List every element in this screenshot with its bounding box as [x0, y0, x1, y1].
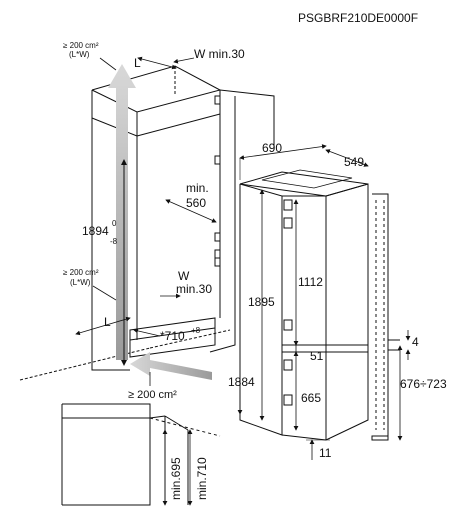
min-710-label: min.710: [195, 457, 209, 500]
niche-depth-label: *710: [160, 329, 185, 343]
vent-top-area: ≥ 200 cm²: [63, 41, 99, 50]
side-4-label: 4: [412, 335, 419, 349]
W-top-label: W min.30: [194, 47, 245, 61]
door-range-label: 676÷723: [400, 377, 447, 391]
L-bottom-label: L: [104, 315, 111, 329]
vent-bottom-label: ≥ 200 cm²: [128, 389, 177, 401]
bottom-11-label: 11: [319, 446, 332, 460]
appliance-depth-dimension: [325, 149, 369, 167]
lower-height-label: 665: [301, 391, 321, 405]
vent-mid-formula: (L*W): [70, 278, 91, 287]
door-profile: [371, 193, 400, 441]
cabinet-niche: [19, 65, 275, 381]
airflow-up-arrow: [108, 64, 136, 360]
appliance-width-dimension: [239, 144, 327, 160]
W-mid-min-label: min.30: [176, 282, 212, 296]
L-bottom-dimension: [75, 316, 131, 336]
W-mid-label: W: [178, 269, 190, 283]
appliance-depth-label: 549: [344, 155, 364, 169]
vent-mid-area: ≥ 200 cm²: [63, 268, 99, 277]
niche-depth-dimension: [133, 328, 161, 337]
W-top-dimension: [173, 57, 195, 64]
model-code: PSGBRF210DE0000F: [298, 11, 418, 25]
min-560-dimension: [165, 199, 217, 223]
L-top-dimension: [137, 56, 177, 70]
niche-tol-plus: 0: [112, 219, 117, 228]
gap-51-label: 51: [310, 349, 324, 363]
niche-depth-tol: +8: [191, 326, 201, 335]
upper-height-label: 1112: [298, 275, 323, 289]
min-560-label-b: 560: [186, 196, 206, 210]
airflow-in-arrow: [130, 352, 212, 380]
vent-top-leader: [99, 57, 117, 71]
niche-tol-minus: -8: [110, 237, 118, 246]
vent-mid-leader: [92, 285, 117, 301]
min-695-label: min.695: [169, 457, 183, 500]
min-560-label-a: min.: [186, 181, 209, 195]
appliance-height-2-label: 1884: [228, 375, 255, 389]
vent-top-formula: (L*W): [69, 50, 90, 59]
appliance-height-label: 1895: [248, 295, 275, 309]
niche-height-label: 1894: [82, 224, 109, 238]
